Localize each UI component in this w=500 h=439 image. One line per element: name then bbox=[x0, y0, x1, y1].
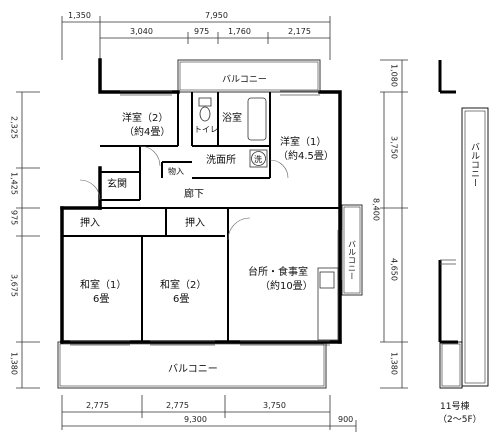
japanese-room-1-size: 6畳 bbox=[93, 293, 109, 305]
dim-top-1350: 1,350 bbox=[68, 11, 91, 20]
corridor-label: 廊下 bbox=[184, 187, 204, 200]
dim-right-8400: 8,400 bbox=[372, 198, 381, 221]
mini-balcony-label: バルコニー bbox=[469, 142, 480, 187]
washroom-label: 洗面所 bbox=[206, 154, 236, 166]
dim-bottom-2775-b: 2,775 bbox=[166, 401, 189, 410]
western-room-1-size: （約4.5畳） bbox=[278, 149, 334, 162]
kitchen-name: 台所・食事室 bbox=[248, 265, 308, 278]
dim-right-3750: 3,750 bbox=[390, 136, 399, 159]
toilet-label: トイレ bbox=[194, 125, 218, 134]
building-name: 11号棟 bbox=[440, 400, 469, 412]
dim-top-975: 975 bbox=[194, 27, 209, 36]
dim-bottom-9300: 9,300 bbox=[184, 415, 207, 424]
dim-top-1760: 1,760 bbox=[228, 27, 251, 36]
dim-bottom-2775-a: 2,775 bbox=[86, 401, 109, 410]
closet-2-label: 押入 bbox=[185, 216, 205, 229]
balcony-side-label: バルコニー bbox=[348, 240, 357, 280]
bath-label: 浴室 bbox=[222, 111, 242, 124]
entrance-label: 玄関 bbox=[107, 177, 127, 190]
washer-fixture bbox=[249, 149, 268, 168]
left-dimensions bbox=[16, 91, 40, 389]
japanese-room-1-name: 和室（1） bbox=[80, 278, 126, 291]
japanese-room-2-name: 和室（2） bbox=[160, 278, 206, 291]
kitchen-size: （約10畳） bbox=[260, 279, 313, 292]
top-dimensions bbox=[61, 16, 331, 60]
dim-left-2325: 2,325 bbox=[10, 116, 19, 139]
dim-bottom-3750: 3,750 bbox=[263, 401, 286, 410]
japanese-room-2-size: 6畳 bbox=[173, 293, 189, 305]
dim-left-1425: 1,425 bbox=[10, 172, 19, 195]
western-room-1-name: 洋室（1） bbox=[280, 135, 326, 148]
door-swings bbox=[79, 145, 289, 241]
dim-left-3675: 3,675 bbox=[10, 274, 19, 297]
mini-key-plan bbox=[438, 60, 489, 389]
washer-label: 洗 bbox=[254, 154, 262, 164]
western-room-2-size: （約4畳） bbox=[124, 125, 170, 138]
dim-bottom-900: 900 bbox=[338, 415, 353, 424]
dim-top-7950: 7,950 bbox=[205, 11, 228, 20]
bottom-dimensions bbox=[61, 395, 357, 432]
balconies bbox=[57, 59, 363, 389]
walls bbox=[60, 58, 342, 344]
dim-top-3040: 3,040 bbox=[130, 27, 153, 36]
balcony-bottom-label: バルコニー bbox=[168, 363, 218, 375]
dim-right-1380: 1,380 bbox=[390, 352, 399, 375]
dim-top-2175: 2,175 bbox=[288, 27, 311, 36]
dim-right-4650: 4,650 bbox=[390, 258, 399, 281]
building-floors: （2〜5F） bbox=[438, 414, 482, 425]
dim-left-975: 975 bbox=[10, 210, 19, 225]
western-room-2-name: 洋室（2） bbox=[122, 111, 168, 124]
dim-right-1080: 1,080 bbox=[390, 64, 399, 87]
balcony-top-label: バルコニー bbox=[222, 74, 267, 85]
storage-label: 物入 bbox=[168, 166, 184, 176]
bathtub-fixture bbox=[247, 97, 267, 141]
closet-1-label: 押入 bbox=[80, 216, 100, 229]
kitchen-counter bbox=[317, 267, 339, 341]
dim-left-1380: 1,380 bbox=[10, 352, 19, 375]
interior-walls bbox=[62, 92, 340, 342]
toilet-fixture bbox=[198, 97, 212, 122]
windows bbox=[70, 90, 343, 346]
right-dimensions bbox=[380, 59, 408, 389]
